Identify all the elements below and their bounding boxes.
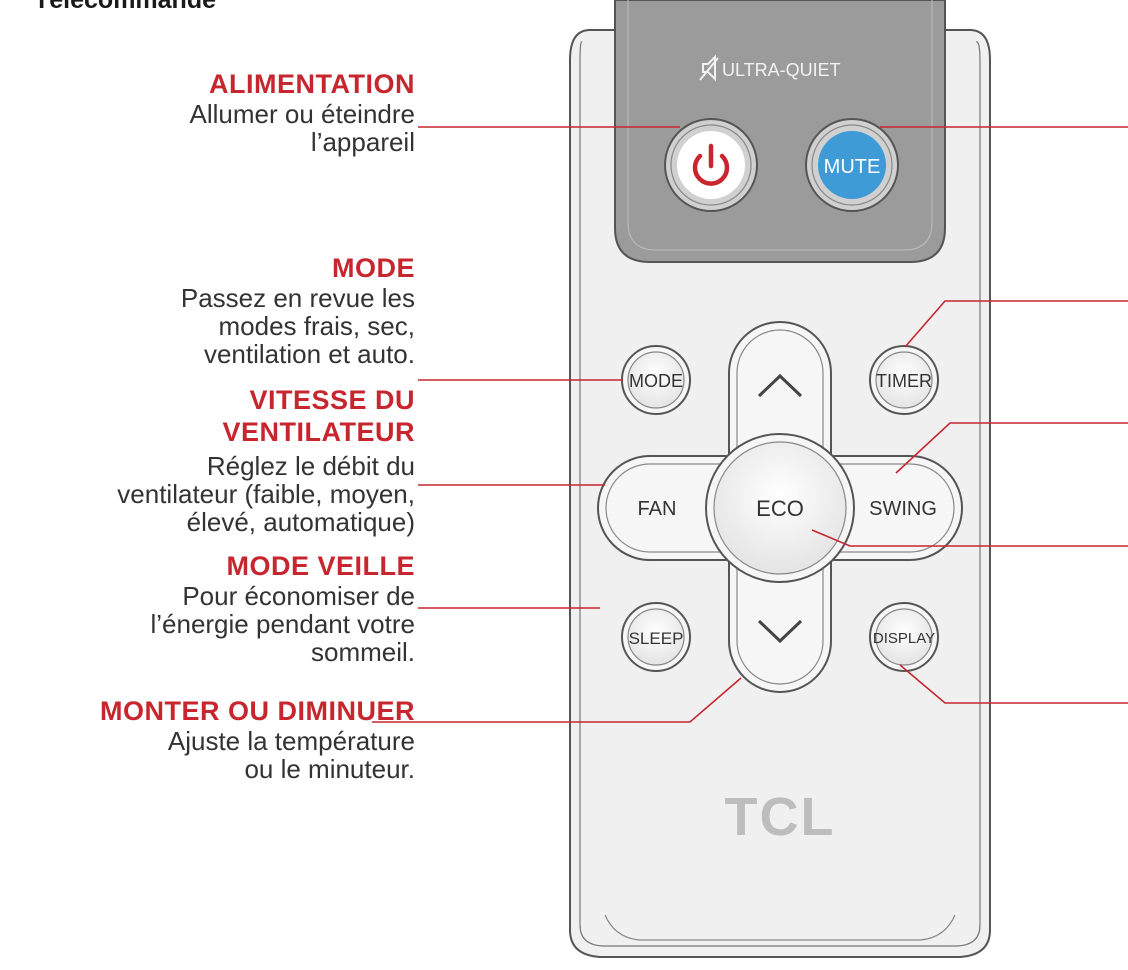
up-button[interactable] <box>757 373 803 398</box>
dpad <box>597 321 963 693</box>
fan-desc-1: Réglez le débit du <box>206 451 415 481</box>
timer-button-label: TIMER <box>876 371 932 391</box>
top-panel <box>614 0 946 263</box>
power-desc-2: l’appareil <box>310 127 415 157</box>
mode-label: MODE Passez en revue les modes frais, se… <box>181 252 415 368</box>
sleep-desc-3: sommeil. <box>310 637 415 667</box>
sleep-heading: MODE VEILLE <box>226 551 415 581</box>
down-button[interactable] <box>757 619 803 644</box>
page-title: Télécommande <box>34 0 217 14</box>
display-button[interactable]: DISPLAY <box>869 602 939 672</box>
sleep-button-label: SLEEP <box>629 629 684 648</box>
fan-heading-2: VENTILATEUR <box>222 417 415 447</box>
eco-button[interactable]: ECO <box>756 496 804 521</box>
updown-heading: MONTER OU DIMINUER <box>100 696 415 726</box>
mode-desc-2: modes frais, sec, <box>218 311 415 341</box>
eco-button-label: ECO <box>756 496 804 521</box>
timer-button[interactable]: TIMER <box>869 345 939 415</box>
power-heading: ALIMENTATION <box>209 69 415 99</box>
sleep-button[interactable]: SLEEP <box>621 602 691 672</box>
mode-desc-1: Passez en revue les <box>180 283 415 313</box>
callout-lines-right <box>811 126 1128 704</box>
callout-lines-left <box>372 126 742 723</box>
mode-button-label: MODE <box>629 371 683 391</box>
fan-heading-1: VITESSE DU <box>249 385 415 415</box>
power-button[interactable] <box>664 118 758 212</box>
fan-label: VITESSE DU VENTILATEUR Réglez le débit d… <box>117 384 415 536</box>
ultra-quiet-icon <box>699 54 719 82</box>
updown-label: MONTER OU DIMINUER Ajuste la température… <box>100 695 415 783</box>
updown-desc-1: Ajuste la température <box>167 726 415 756</box>
chevron-down-icon <box>757 619 803 644</box>
ultra-quiet-text: ULTRA-QUIET <box>722 60 841 80</box>
mute-label: MUTE <box>824 156 881 178</box>
swing-button[interactable]: SWING <box>869 498 937 520</box>
chevron-up-icon <box>757 373 803 398</box>
mute-button[interactable]: MUTE <box>805 118 899 212</box>
mode-heading: MODE <box>332 253 415 283</box>
tcl-logo: TCL <box>725 787 836 847</box>
power-label: ALIMENTATION Allumer ou éteindre l’appar… <box>190 68 415 156</box>
fan-button[interactable]: FAN <box>638 498 677 520</box>
mode-desc-3: ventilation et auto. <box>203 339 415 369</box>
sleep-desc-1: Pour économiser de <box>182 581 415 611</box>
fan-button-label: FAN <box>638 498 677 520</box>
sleep-label: MODE VEILLE Pour économiser de l’énergie… <box>150 550 415 666</box>
updown-desc-2: ou le minuteur. <box>244 754 415 784</box>
fan-desc-2: ventilateur (faible, moyen, <box>117 479 415 509</box>
swing-button-label: SWING <box>869 498 937 520</box>
sleep-desc-2: l’énergie pendant votre <box>150 609 415 639</box>
power-icon <box>692 143 730 186</box>
power-desc-1: Allumer ou éteindre <box>189 99 415 129</box>
display-button-label: DISPLAY <box>873 630 935 647</box>
fan-desc-3: élevé, automatique) <box>186 507 415 537</box>
mode-button[interactable]: MODE <box>621 345 691 415</box>
